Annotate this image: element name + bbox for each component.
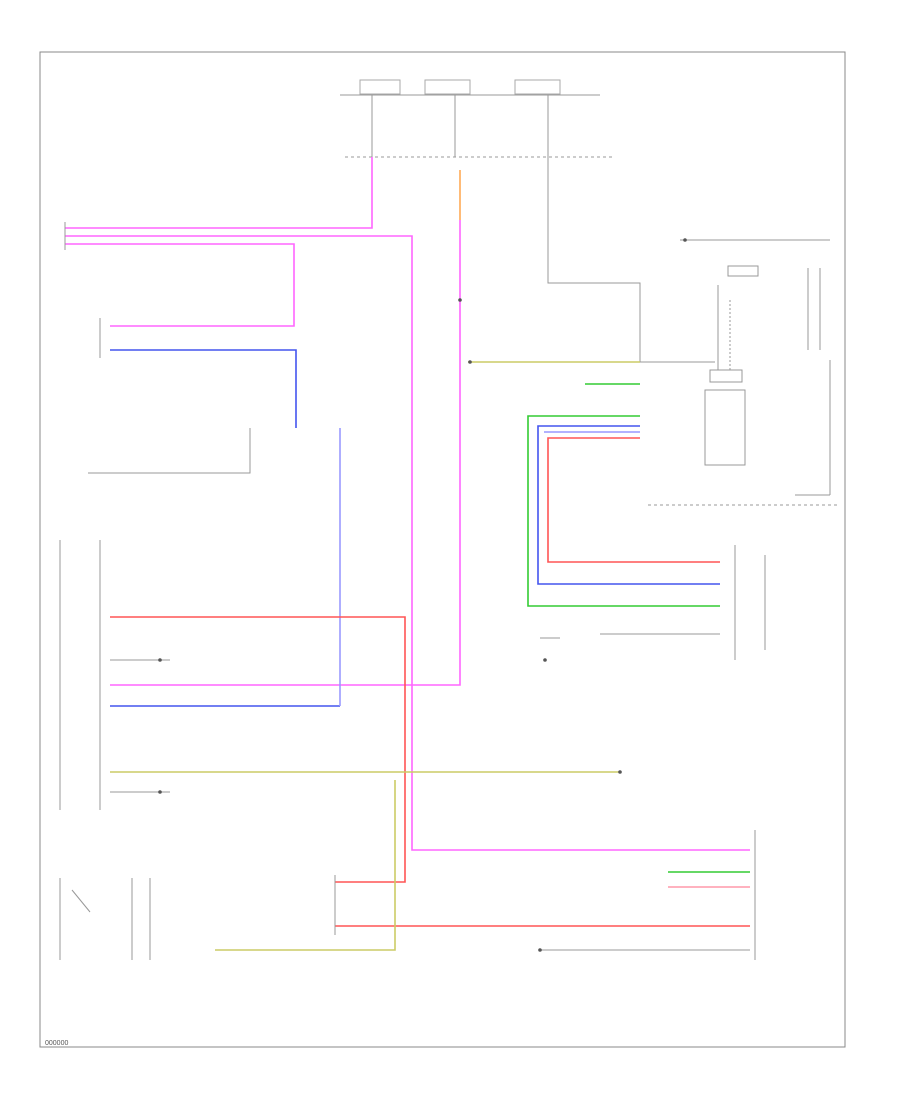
fuse-box-top-left — [359, 79, 401, 95]
power-supply-section — [340, 79, 615, 158]
diagram-code: 000000 — [45, 1040, 68, 1047]
wire-green — [527, 383, 720, 607]
fuse-box-top-center — [424, 79, 471, 95]
connector-right-upper — [734, 545, 766, 960]
wire-blue-right — [537, 425, 720, 585]
wire-blue — [110, 349, 340, 707]
left-components — [59, 222, 336, 960]
wire-yellow — [110, 771, 620, 951]
wire-magenta — [65, 157, 750, 851]
wire-gray — [88, 157, 830, 951]
junction-dots — [158, 238, 687, 952]
wire-red — [110, 616, 750, 927]
diagram-frame — [39, 51, 846, 1048]
combination-meter — [648, 265, 840, 506]
wire-red-right — [547, 437, 720, 563]
fuse-box-top-right — [514, 79, 561, 95]
